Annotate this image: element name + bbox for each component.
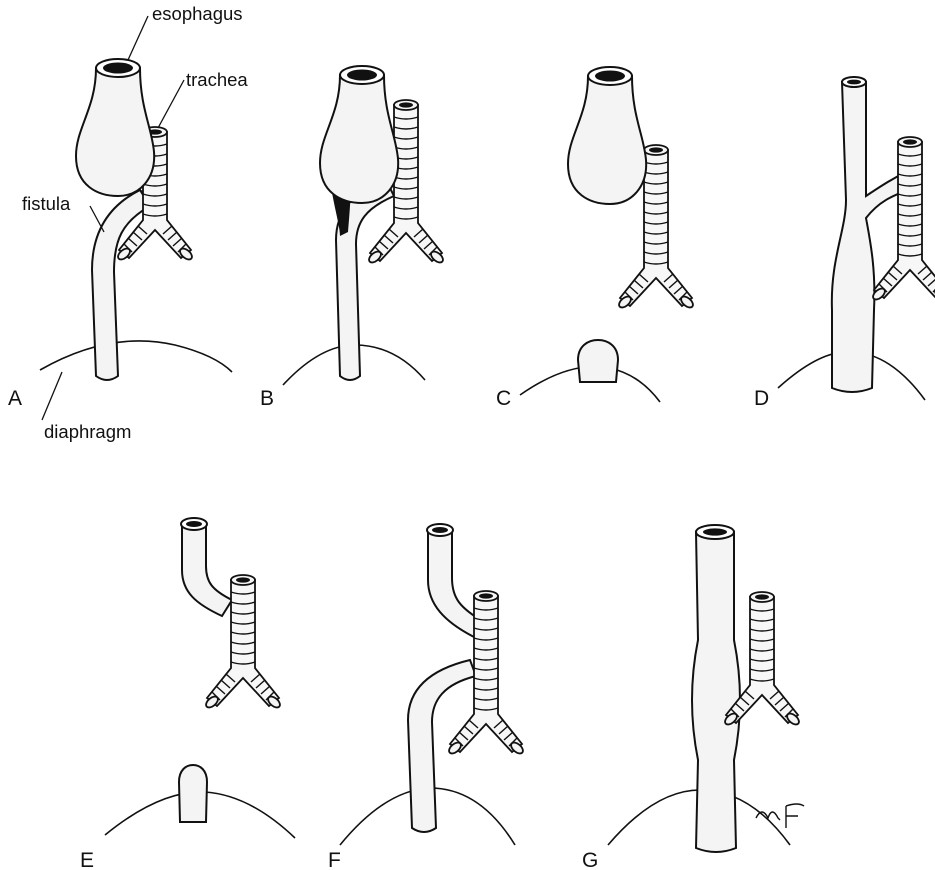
label-diaphragm: diaphragm: [44, 421, 131, 442]
esophageal-pouch-c: [568, 67, 646, 204]
esophageal-pouch-b: [320, 66, 398, 203]
esophagus-lumen-g: [703, 528, 727, 535]
diaphragm-a: [40, 341, 232, 372]
panel-label-g: G: [582, 849, 598, 870]
diaphragm-leader: [42, 372, 62, 420]
panel-label-d: D: [754, 387, 769, 410]
panel-label-f: F: [328, 849, 341, 870]
panel-a: A: [8, 59, 232, 410]
panel-d: D: [754, 77, 935, 410]
esophagus-leader: [128, 16, 148, 60]
panel-label-e: E: [80, 849, 94, 870]
upper-esophagus-e: [182, 524, 232, 616]
upper-esophagus-lumen-e: [186, 521, 202, 527]
panel-c: C: [496, 67, 695, 410]
panel-b: B: [260, 66, 445, 410]
upper-esophagus-lumen-f: [432, 527, 448, 533]
trachea-leader: [158, 80, 184, 128]
label-esophagus: esophagus: [152, 3, 243, 24]
distal-esophagus-nub: [179, 765, 207, 822]
esophageal-pouch-a: [76, 59, 154, 196]
esophagus-d: [832, 82, 908, 392]
trachea-d: [871, 137, 935, 302]
panel-label-a: A: [8, 387, 22, 410]
distal-esophagus-stub-c: [578, 340, 618, 382]
panel-label-c: C: [496, 387, 511, 410]
panel-f: F: [328, 524, 525, 870]
label-fistula: fistula: [22, 193, 71, 214]
lower-esophagus-a: [92, 190, 150, 380]
panel-g: G: [582, 525, 804, 870]
panel-e: E: [80, 518, 295, 870]
label-trachea: trachea: [186, 69, 248, 90]
esophagus-g: [692, 532, 740, 852]
fistula-leader: [90, 206, 104, 232]
panel-label-b: B: [260, 387, 274, 410]
